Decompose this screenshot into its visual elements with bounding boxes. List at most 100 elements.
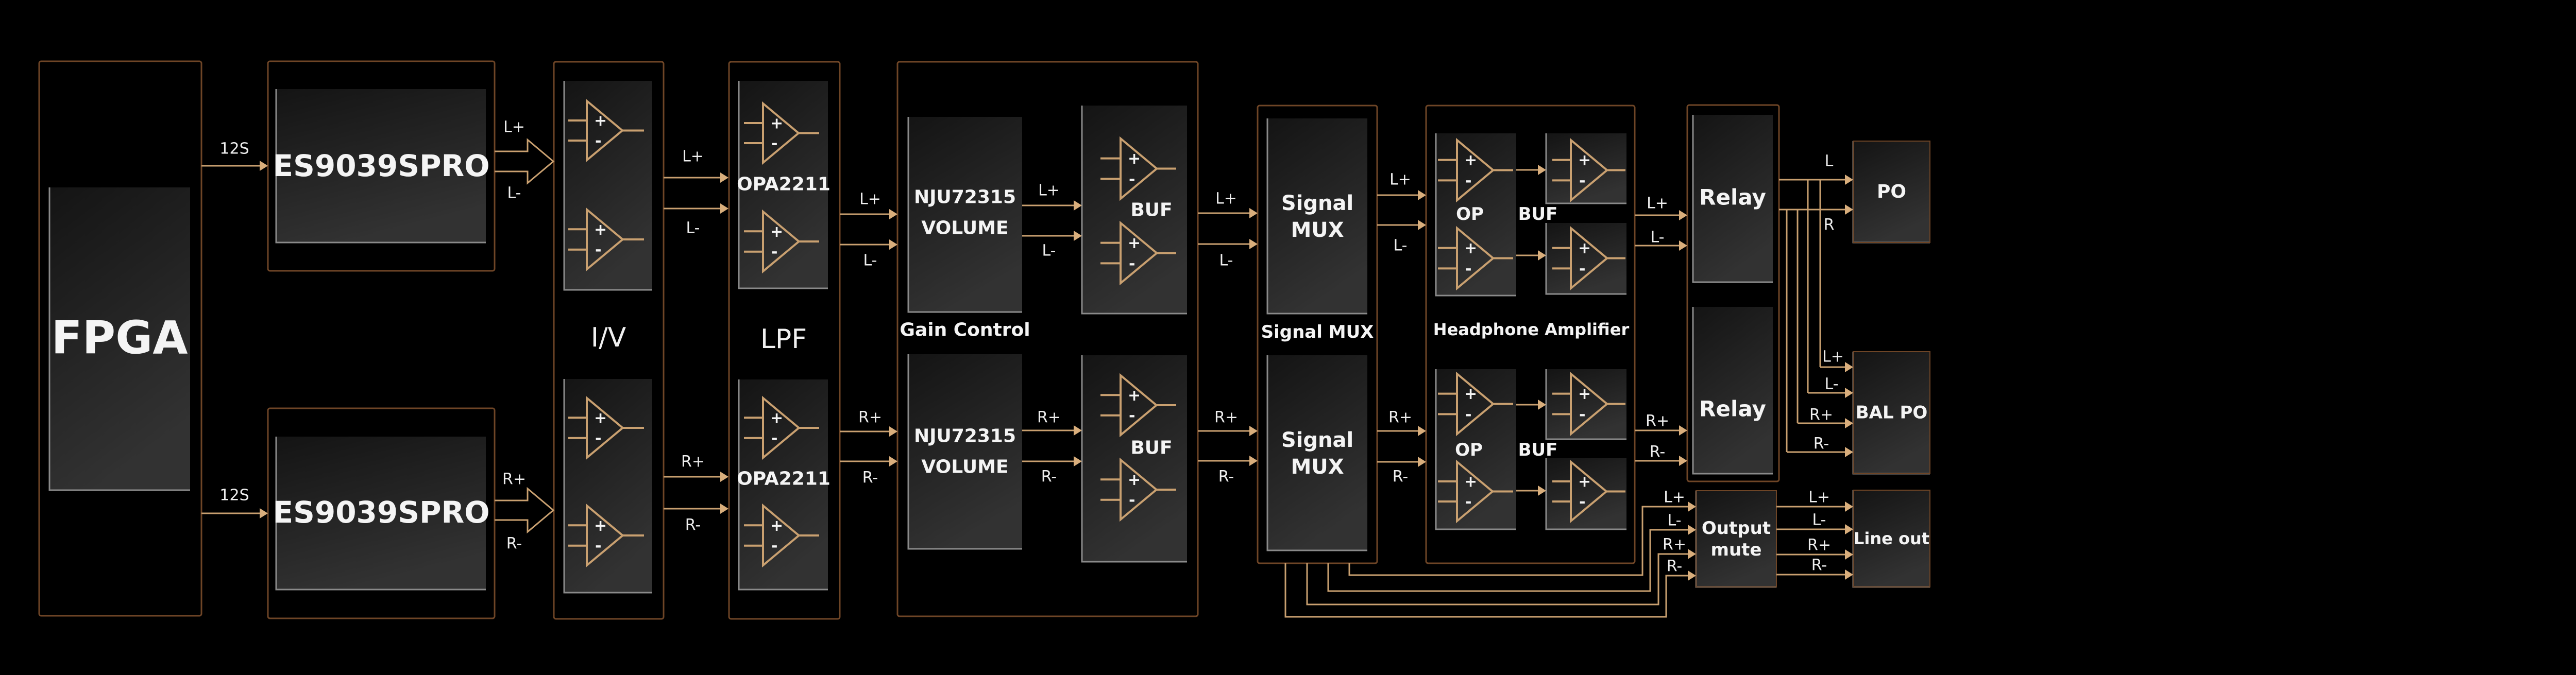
opamp-plus-sign: + <box>770 517 783 535</box>
i2s-top-arrow-arrowhead <box>260 161 268 171</box>
relay-bal-lminus-label: L- <box>1824 375 1838 393</box>
opamp-plus-sign: + <box>770 223 783 241</box>
mux-mute-arrow-3-arrowhead <box>1688 570 1696 581</box>
gain-mux-rminus-label: R- <box>1218 468 1234 486</box>
fpga-group <box>38 60 202 617</box>
i2s-bottom-label: 12S <box>219 487 249 505</box>
iv-lpf-lminus-label: L- <box>686 219 700 237</box>
lpf-vol-rminus-arrow-arrowhead <box>889 456 897 466</box>
lpf-bottom-block-edge <box>738 379 828 591</box>
mux-mute-feed-3 <box>1284 563 1671 618</box>
hpa-buf-opamp-1: +- <box>1552 137 1625 203</box>
hpa-buf-3-block-edge <box>1545 369 1626 440</box>
iv-bottom-block <box>564 379 652 593</box>
hpa-buf-4-block <box>1546 458 1626 529</box>
mux-top-block-edge <box>1266 118 1367 315</box>
fpga-label: FPGA <box>52 311 188 365</box>
hpa-relay-lminus-label: L- <box>1650 229 1664 247</box>
volume-top-block <box>908 117 1022 312</box>
iv-lpf-lplus-label: L+ <box>682 148 704 166</box>
hpa-buf-2-block-edge <box>1545 223 1626 295</box>
iv-label: I/V <box>591 322 626 353</box>
mux-bottom-label-1: Signal <box>1281 428 1353 452</box>
dac-top-out-lplus: L+ <box>503 118 525 136</box>
opamp-triangle-icon <box>1570 226 1609 291</box>
vol-buf-lminus-label: L- <box>1042 242 1056 260</box>
iv-opamp-3: +- <box>568 395 644 460</box>
opamp-minus-sign: - <box>595 241 601 259</box>
lpf-opamp-1: +- <box>744 101 819 165</box>
opamp-plus-sign: + <box>1464 385 1477 403</box>
opamp-triangle-icon <box>1456 137 1495 203</box>
relay-top-block <box>1693 115 1773 282</box>
lpf-vol-rplus-arrow-arrowhead <box>889 426 897 437</box>
po-block <box>1853 141 1930 243</box>
mux-hpa-rminus-label: R- <box>1393 468 1408 486</box>
mux-mute-label-3: R- <box>1667 558 1682 576</box>
iv-top-block-edge <box>563 81 652 291</box>
opamp-minus-sign: - <box>1129 407 1135 425</box>
volume-top-label-1: NJU72315 <box>914 187 1016 208</box>
relay-bottom-block <box>1693 307 1773 474</box>
lpf-opamp-2: +- <box>744 209 819 274</box>
relay-bottom-block-edge <box>1692 307 1773 475</box>
volume-bottom-block <box>908 354 1022 549</box>
volume-bottom-label-1: NJU72315 <box>914 426 1016 447</box>
hpa-relay-lminus-arrow-arrowhead <box>1679 240 1687 251</box>
opamp-triangle-icon <box>1120 457 1158 522</box>
gain-buf-bottom-block <box>1082 355 1187 562</box>
gain-buf-opamp-3: +- <box>1100 373 1176 438</box>
vol-buf-lminus-arrow-arrowhead <box>1074 231 1082 241</box>
hpa-op-opamp-3: +- <box>1438 371 1513 437</box>
hpa-relay-rminus-arrow-arrowhead <box>1679 456 1687 466</box>
opamp-triangle-icon <box>762 395 801 460</box>
mute-lineout-label-1: L- <box>1812 511 1826 529</box>
opamp-minus-sign: - <box>1579 406 1585 424</box>
opamp-triangle-icon <box>586 503 624 568</box>
relay-po-r-arrow-arrowhead <box>1845 204 1853 215</box>
iv-lpf-lminus-arrow-arrowhead <box>720 203 728 214</box>
hpa-op-buf-arrow-3-arrowhead <box>1538 400 1546 410</box>
lpf-vol-rminus-label: R- <box>862 469 878 487</box>
opamp-minus-sign: - <box>771 243 777 261</box>
relay-bal-rminus-label: R- <box>1814 435 1829 453</box>
opamp-plus-sign: + <box>1578 151 1591 169</box>
vol-buf-lplus-arrow-arrowhead <box>1074 200 1082 211</box>
mute-lineout-label-3: R- <box>1811 557 1827 575</box>
gain-control-label: Gain Control <box>900 320 1030 341</box>
opamp-minus-sign: - <box>1465 406 1471 424</box>
lpf-chip-bottom-label: OPA2211 <box>737 469 831 490</box>
iv-lpf-lplus-arrow-arrowhead <box>720 172 728 183</box>
bal-po-block <box>1853 352 1930 474</box>
opamp-plus-sign: + <box>594 409 607 427</box>
opamp-plus-sign: + <box>1464 239 1477 257</box>
hpa-op-opamp-4: +- <box>1438 459 1513 524</box>
iv-opamp-1: +- <box>568 98 644 163</box>
mux-hpa-lplus-label: L+ <box>1389 171 1411 189</box>
opamp-plus-sign: + <box>1128 471 1141 489</box>
iv-opamp-2: +- <box>568 207 644 272</box>
line-out-label: Line out <box>1854 529 1929 548</box>
hpa-op-top-label: OP <box>1456 204 1484 224</box>
opamp-triangle-icon <box>1570 371 1609 437</box>
opamp-triangle-icon <box>1120 373 1158 438</box>
relay-bal-rplus-arrow-arrowhead <box>1845 418 1853 428</box>
signal-mux-group <box>1257 105 1378 564</box>
volume-top-label-2: VOLUME <box>921 218 1008 239</box>
hpa-op-buf-arrow-4-arrowhead <box>1538 486 1546 496</box>
opamp-minus-sign: - <box>1129 491 1135 509</box>
opamp-triangle-icon <box>762 503 801 568</box>
hpa-buf-1-block <box>1546 133 1626 203</box>
dac-bottom-output-arrow <box>495 487 555 534</box>
gain-mux-rplus-label: R+ <box>1214 409 1238 427</box>
opamp-triangle-icon <box>762 101 801 165</box>
gain-buf-bottom-label: BUF <box>1130 438 1172 459</box>
gain-buf-bottom-block-edge <box>1081 355 1187 563</box>
opamp-plus-sign: + <box>770 114 783 132</box>
hpa-op-bottom-block-edge <box>1435 369 1516 530</box>
gain-buf-top-block-edge <box>1081 106 1187 315</box>
hpa-relay-rplus-arrow-arrowhead <box>1679 425 1687 436</box>
opamp-triangle-icon <box>1456 371 1495 437</box>
fpga-block <box>49 187 190 490</box>
